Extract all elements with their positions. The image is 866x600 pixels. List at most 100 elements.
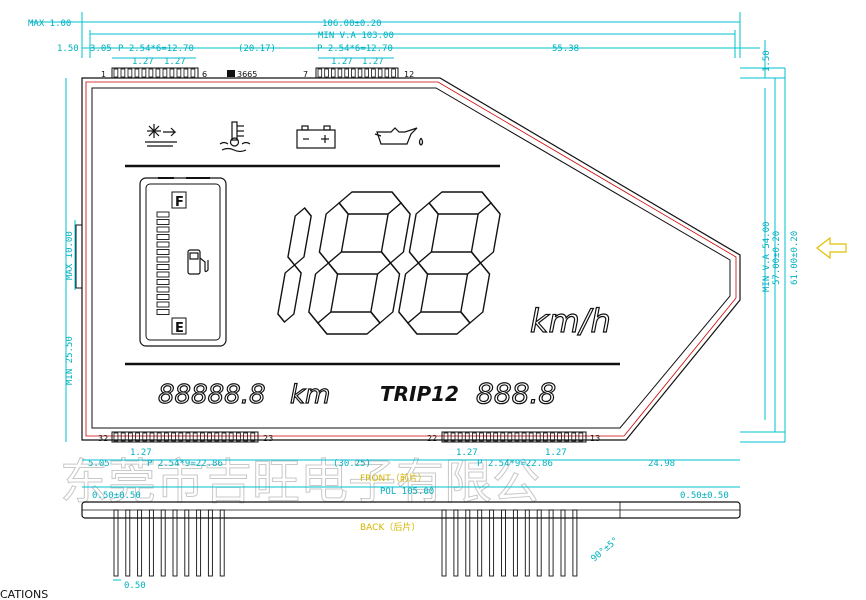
pin-pad — [221, 432, 227, 442]
pin-pad — [113, 432, 119, 442]
side-pin — [524, 509, 530, 577]
side-pin — [477, 509, 483, 577]
fuel-bar-segment — [156, 219, 170, 225]
pin-pad — [156, 432, 162, 442]
pin-pad — [479, 432, 484, 442]
side-pin — [512, 509, 518, 577]
pin-pad — [464, 432, 470, 442]
fuel-bar-segment — [156, 256, 170, 263]
speed-digits — [277, 191, 501, 335]
side-pin — [148, 509, 154, 577]
dim-5538: 55.38 — [552, 44, 579, 54]
dim-150-left: 1.50 — [57, 44, 79, 54]
side-pin — [465, 509, 471, 577]
dim-pol: POL 105.00 — [380, 487, 434, 497]
pin-pad — [357, 68, 363, 78]
dim-pitch-bot-right: P 2.54*9=22.86 — [477, 459, 553, 469]
pin-pad — [543, 432, 548, 442]
pin-pad — [377, 68, 383, 78]
fuel-bar-segment — [156, 211, 170, 218]
pin-pad — [443, 432, 449, 442]
pin-pad — [457, 432, 463, 442]
fuel-bar-segment — [156, 264, 170, 270]
side-pin — [160, 509, 166, 577]
dim-127-f: 1.27 — [456, 448, 478, 458]
pin-1-label: 1 — [101, 70, 106, 79]
side-pin — [113, 509, 119, 577]
dim-pitch-bot-left: P 2.54*9=22.86 — [147, 459, 223, 469]
speed-digit — [308, 191, 411, 335]
dim-305: 3.05 — [90, 44, 112, 54]
pin-pad — [391, 68, 396, 78]
pin-pad — [149, 432, 155, 442]
pin-pad — [250, 432, 256, 442]
pin-pad — [113, 68, 119, 78]
fuel-bar-segment — [156, 301, 170, 308]
pin-pad — [384, 68, 390, 78]
watermark-text: 东莞市吉旺电子有限公 — [60, 454, 540, 510]
speed-digit — [398, 191, 501, 335]
footer-label: CATIONS — [0, 588, 48, 600]
pin-pad — [557, 432, 562, 442]
pin-pad — [207, 432, 212, 442]
dim-5700: 57.00±0.20 — [772, 231, 782, 285]
pin-13-label: 13 — [590, 434, 600, 443]
fuel-bar-segment — [156, 294, 170, 300]
pin-pad — [337, 68, 343, 78]
dim-max-10: MAX 10.00 — [65, 231, 75, 280]
odometer-value: 88888.8 — [158, 380, 266, 410]
fuel-bar-segment — [156, 279, 170, 285]
fuel-bar-segment — [156, 286, 170, 293]
top-pin-row-right — [315, 67, 399, 79]
dim-050-left: 0.50±0.50 — [92, 491, 141, 501]
dim-127-b: 1.27 — [164, 57, 186, 67]
pin-pad — [176, 68, 182, 78]
coolant-temp-icon — [219, 121, 251, 153]
dim-min-va-54: MIN V.A 54.00 — [762, 222, 772, 292]
dim-2017: (20.17) — [238, 44, 276, 54]
fuel-empty-label: E — [175, 321, 184, 336]
dim-min-2550: MIN 25.50 — [65, 336, 75, 385]
pin-pad — [564, 432, 570, 442]
side-pin — [137, 509, 143, 577]
dim-127-d: 1.27 — [362, 57, 384, 67]
pin-pad — [127, 68, 133, 78]
pin-pad — [550, 432, 555, 442]
dim-2498: 24.98 — [648, 459, 675, 469]
dim-127-g: 1.27 — [545, 448, 567, 458]
speed-digit — [277, 207, 312, 323]
side-pin — [125, 509, 131, 577]
viewing-area — [91, 87, 731, 429]
dim-min-va: MIN V.A 103.00 — [318, 31, 394, 41]
pin-pad — [317, 68, 323, 78]
pin-32-label: 32 — [98, 434, 108, 443]
pin-pad — [199, 432, 205, 442]
speed-unit: km/h — [530, 302, 611, 340]
side-pin — [501, 509, 506, 577]
dim-127-a: 1.27 — [132, 57, 154, 67]
oil-pressure-icon — [374, 127, 424, 146]
pin-pad — [528, 432, 534, 442]
fuel-bar-segment — [156, 271, 170, 278]
dim-050-right: 0.50±0.50 — [680, 491, 729, 501]
pin-12-label: 12 — [404, 70, 414, 79]
glass-outline — [81, 77, 741, 441]
side-pin — [207, 509, 213, 577]
code-box — [227, 70, 235, 77]
trip-label: TRIP12 — [380, 382, 459, 406]
dim-pin-width: 0.50 — [124, 581, 146, 591]
pin-pad — [450, 432, 456, 442]
pin-pad — [192, 432, 198, 442]
pin-pad — [134, 68, 140, 78]
side-pin — [560, 509, 566, 577]
pin-6-label: 6 — [202, 70, 207, 79]
pin-pad — [351, 68, 356, 78]
pin-pad — [521, 432, 527, 442]
pin-pad — [344, 68, 349, 78]
dim-127-c: 1.27 — [331, 57, 353, 67]
front-label: FRONT（前片） — [360, 472, 427, 484]
pin-pad — [493, 432, 499, 442]
side-pin — [219, 509, 225, 577]
pin-pad — [471, 432, 477, 442]
